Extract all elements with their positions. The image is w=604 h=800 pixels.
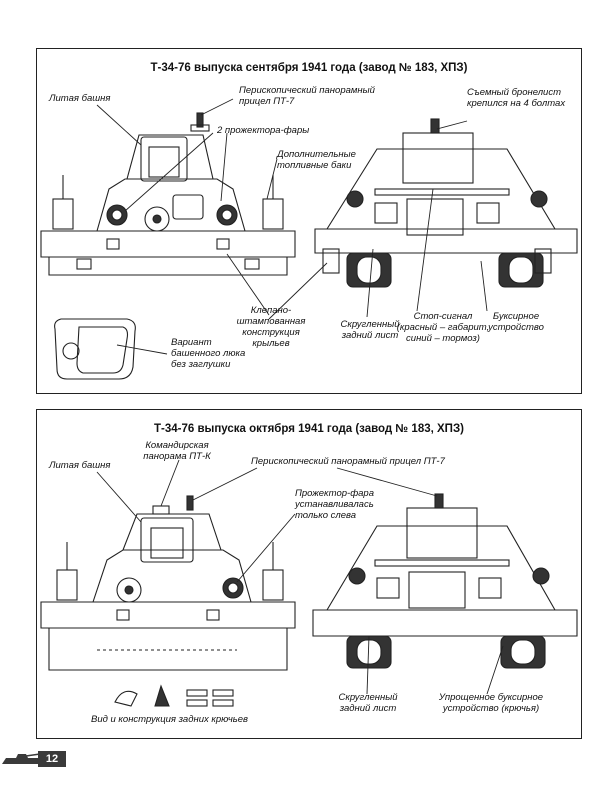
label-fenders: Клепано-штампованная конструкция крыльев (236, 305, 306, 349)
hatch-variant-drawing (54, 318, 136, 380)
tank-drawings (40, 98, 578, 380)
label-hooks: Вид и конструкция задних крючьев (91, 714, 249, 725)
page-number: 12 (38, 751, 66, 767)
label-headlight-left: Прожектор-фара устанавливалась только сл… (295, 488, 374, 521)
page-number-badge: 12 (0, 748, 68, 770)
label-stop-signal: Стоп-сигнал (красный – габарит, синий – … (396, 311, 490, 344)
label-fuel-tanks: Дополнительные топливные баки (277, 149, 356, 171)
panel-title: Т-34-76 выпуска октября 1941 года (завод… (154, 423, 464, 435)
label-headlights: 2 прожектора-фары (217, 125, 310, 136)
label-rounded-sheet: Скругленный задний лист (340, 319, 400, 341)
label-simple-towing: Упрощенное буксирное устройство (крючья) (438, 692, 544, 714)
label-commander-panorama: Командирская панорама ПТ-К (143, 440, 211, 462)
panel-september-1941: Т-34-76 выпуска сентября 1941 года (заво… (36, 48, 582, 394)
tank-drawings (40, 459, 578, 707)
label-cast-turret: Литая башня (49, 93, 111, 104)
front-view-tank (40, 495, 296, 671)
label-armor-plate: Съемный бронелист крепился на 4 болтах (467, 87, 566, 109)
rear-view-tank (314, 118, 578, 288)
front-view-tank (40, 112, 296, 276)
panel-october-1941: Т-34-76 выпуска октября 1941 года (завод… (36, 409, 582, 739)
rear-view-tank (312, 493, 578, 669)
rear-hooks-drawing (114, 684, 234, 707)
tank-silhouette-icon (2, 753, 40, 764)
label-periscope: Перископический панорамный прицел ПТ-7 (239, 85, 375, 107)
panel-title: Т-34-76 выпуска сентября 1941 года (заво… (150, 62, 468, 74)
label-cast-turret: Литая башня (49, 460, 111, 471)
label-towing: Буксирное устройство (488, 311, 544, 333)
label-hatch-variant: Вариант башенного люка без заглушки (171, 337, 246, 370)
label-periscope: Перископический панорамный прицел ПТ-7 (251, 456, 445, 467)
label-rounded-sheet: Скругленный задний лист (338, 692, 398, 714)
